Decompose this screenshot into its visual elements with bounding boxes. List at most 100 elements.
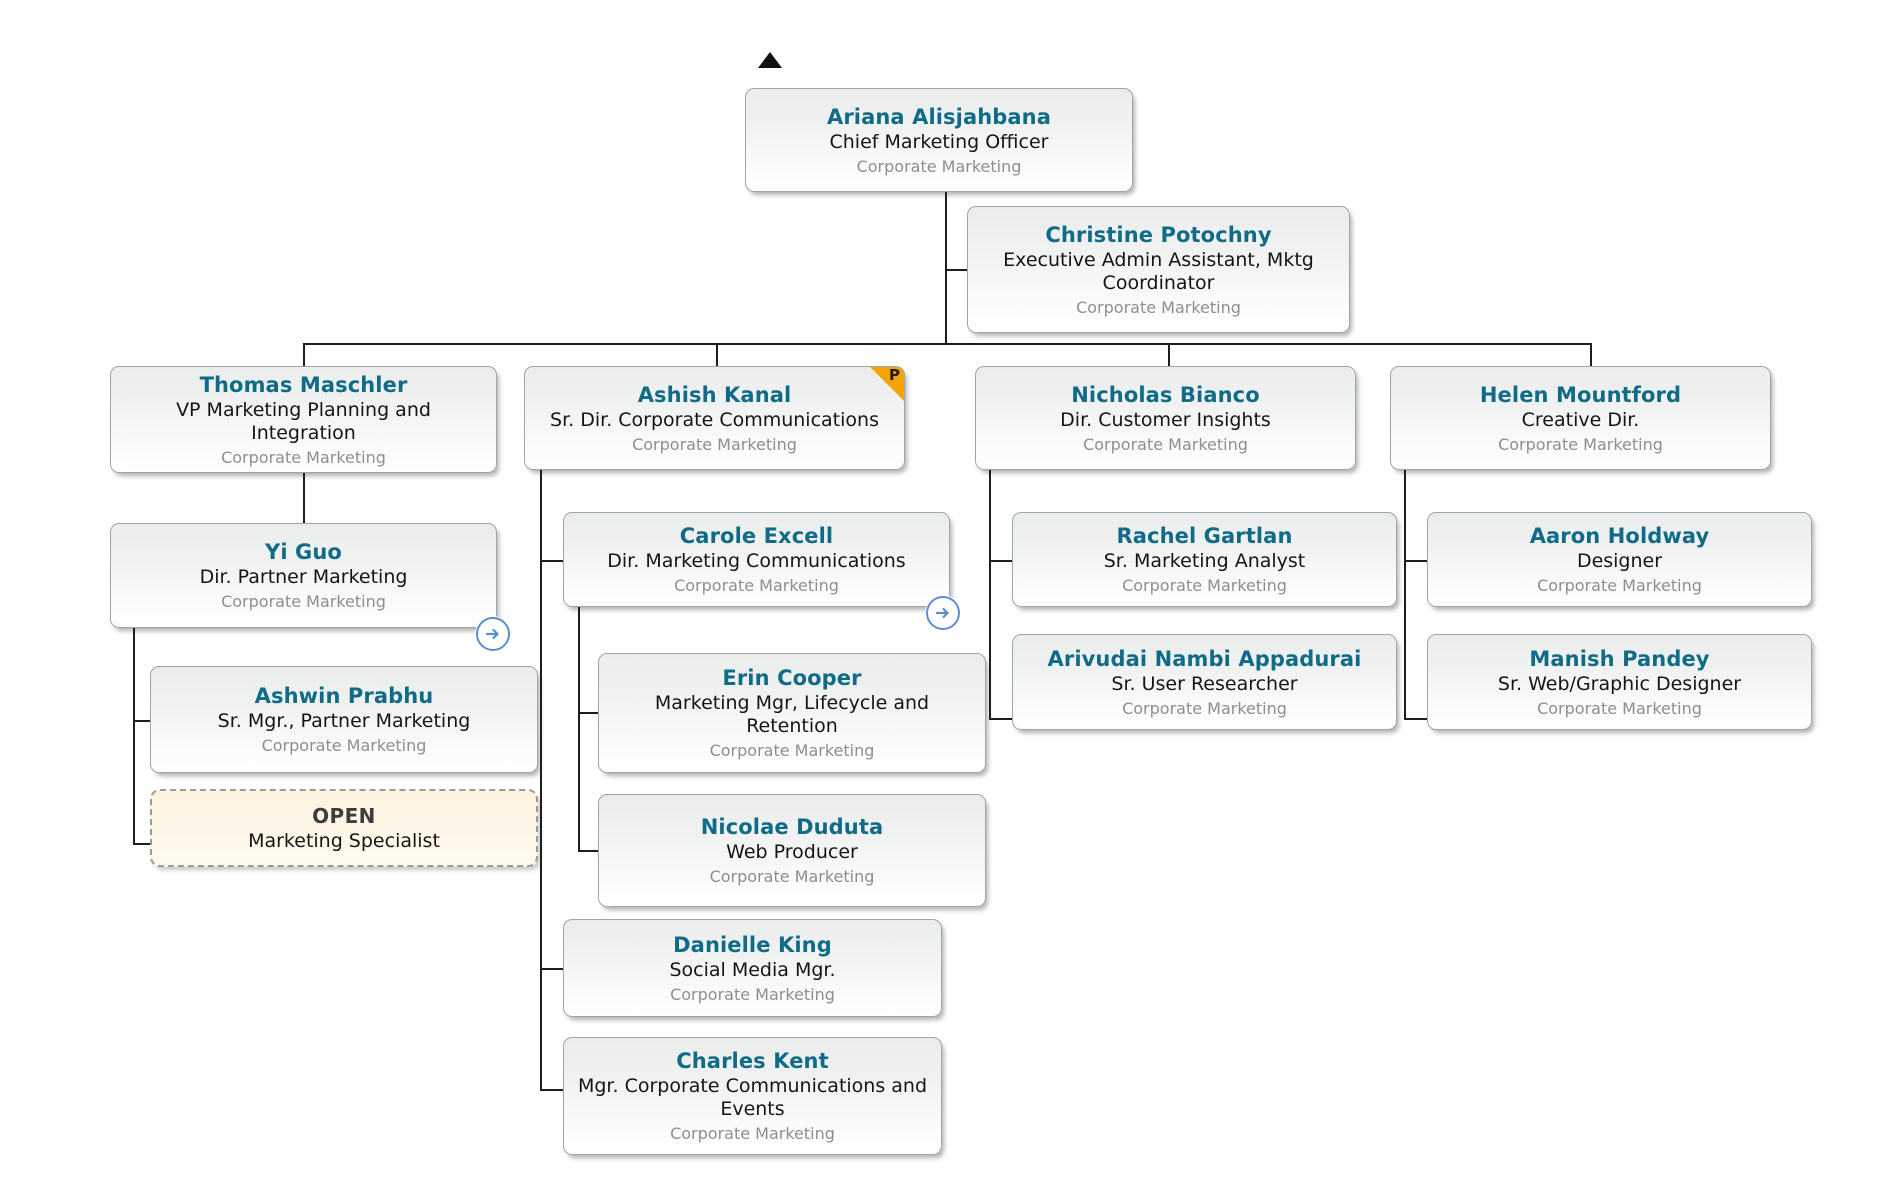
node-title: Social Media Mgr. bbox=[669, 958, 836, 981]
node-name: OPEN bbox=[312, 804, 376, 828]
node-department: Corporate Marketing bbox=[674, 576, 839, 595]
node-title: Executive Admin Assistant, Mktg Coordina… bbox=[1003, 248, 1314, 294]
connector-ashish-spine bbox=[540, 470, 542, 1091]
connector-drop-nicholas bbox=[1168, 343, 1170, 367]
node-title: Sr. Web/Graphic Designer bbox=[1497, 672, 1742, 695]
node-department: Corporate Marketing bbox=[1122, 576, 1287, 595]
node-title: Marketing Specialist bbox=[248, 830, 440, 852]
node-department: Corporate Marketing bbox=[1122, 698, 1287, 718]
connector-stub-arivudai bbox=[989, 718, 1014, 720]
node-thomas-maschler[interactable]: Thomas Maschler VP Marketing Planning an… bbox=[110, 366, 497, 473]
node-title: Dir. Partner Marketing bbox=[199, 566, 408, 588]
connector-stub-danielle bbox=[540, 968, 565, 970]
node-title: Dir. Marketing Communications bbox=[607, 550, 906, 572]
connector-thomas-to-yiguo bbox=[303, 473, 305, 523]
node-manish-pandey[interactable]: Manish Pandey Sr. Web/Graphic Designer C… bbox=[1427, 634, 1812, 730]
connector-stub-aaron bbox=[1404, 560, 1429, 562]
node-carole-excell[interactable]: Carole Excell Dir. Marketing Communicati… bbox=[563, 512, 950, 607]
connector-assistant-stub bbox=[945, 269, 968, 271]
node-title: Chief Marketing Officer bbox=[829, 130, 1049, 153]
node-title: Sr. Dir. Corporate Communications bbox=[550, 408, 879, 431]
node-aaron-holdway[interactable]: Aaron Holdway Designer Corporate Marketi… bbox=[1427, 512, 1812, 607]
node-department: Corporate Marketing bbox=[632, 434, 797, 454]
node-name: Helen Mountford bbox=[1479, 382, 1682, 407]
arrow-right-circle-icon-carole-excell[interactable] bbox=[926, 596, 960, 630]
node-name: Danielle King bbox=[673, 932, 832, 957]
node-department: Corporate Marketing bbox=[261, 736, 427, 755]
connector-drop-thomas bbox=[303, 343, 305, 367]
node-name: Yi Guo bbox=[265, 540, 342, 564]
node-title: Dir. Customer Insights bbox=[1060, 408, 1271, 431]
connector-stub-open bbox=[133, 843, 153, 845]
connector-stub-manish bbox=[1404, 718, 1429, 720]
node-name: Thomas Maschler bbox=[199, 372, 408, 397]
connector-stub-erin bbox=[578, 712, 600, 714]
node-title: Web Producer bbox=[726, 841, 858, 863]
node-erin-cooper[interactable]: Erin Cooper Marketing Mgr, Lifecycle and… bbox=[598, 653, 986, 773]
node-name: Christine Potochny bbox=[1045, 222, 1272, 247]
node-open-marketing-specialist[interactable]: OPEN Marketing Specialist bbox=[150, 789, 538, 867]
node-name: Ariana Alisjahbana bbox=[826, 104, 1051, 129]
flag-label: P bbox=[889, 367, 900, 384]
connector-level1-bus bbox=[303, 343, 1591, 345]
node-department: Corporate Marketing bbox=[709, 867, 875, 886]
node-ashish-kanal[interactable]: Ashish Kanal Sr. Dir. Corporate Communic… bbox=[524, 366, 905, 470]
node-danielle-king[interactable]: Danielle King Social Media Mgr. Corporat… bbox=[563, 919, 942, 1017]
arrow-right-circle-icon-yi-guo[interactable] bbox=[476, 617, 510, 651]
node-department: Corporate Marketing bbox=[221, 592, 386, 611]
node-name: Ashwin Prabhu bbox=[254, 684, 434, 708]
priority-flag-badge: P bbox=[870, 367, 904, 401]
connector-drop-ashish bbox=[716, 343, 718, 367]
node-christine-potochny[interactable]: Christine Potochny Executive Admin Assis… bbox=[967, 206, 1350, 333]
node-department: Corporate Marketing bbox=[670, 1124, 835, 1143]
node-ashwin-prabhu[interactable]: Ashwin Prabhu Sr. Mgr., Partner Marketin… bbox=[150, 666, 538, 773]
node-title: Designer bbox=[1576, 550, 1663, 572]
node-name: Manish Pandey bbox=[1529, 646, 1710, 671]
node-department: Corporate Marketing bbox=[1537, 576, 1702, 595]
connector-root-spine bbox=[945, 192, 947, 344]
connector-drop-helen bbox=[1590, 343, 1592, 367]
node-name: Nicholas Bianco bbox=[1071, 382, 1260, 407]
flag-triangle-icon bbox=[870, 367, 904, 401]
connector-stub-nicolae bbox=[578, 850, 600, 852]
connector-carole-spine bbox=[578, 607, 580, 852]
node-helen-mountford[interactable]: Helen Mountford Creative Dir. Corporate … bbox=[1390, 366, 1771, 470]
node-title: Mgr. Corporate Communications and Events bbox=[577, 1075, 928, 1120]
node-department: Corporate Marketing bbox=[221, 447, 386, 467]
connector-stub-rachel bbox=[989, 560, 1014, 562]
node-title: Marketing Mgr, Lifecycle and Retention bbox=[654, 692, 930, 737]
node-title: VP Marketing Planning and Integration bbox=[176, 398, 431, 444]
connector-yiguo-spine bbox=[133, 628, 135, 845]
node-name: Nicolae Duduta bbox=[700, 815, 884, 839]
node-name: Ashish Kanal bbox=[637, 382, 792, 407]
node-title: Sr. Mgr., Partner Marketing bbox=[217, 710, 471, 732]
node-rachel-gartlan[interactable]: Rachel Gartlan Sr. Marketing Analyst Cor… bbox=[1012, 512, 1397, 607]
node-name: Erin Cooper bbox=[722, 666, 862, 690]
connector-stub-charles bbox=[540, 1089, 565, 1091]
node-name: Charles Kent bbox=[676, 1049, 829, 1073]
node-department: Corporate Marketing bbox=[1083, 434, 1248, 454]
collapse-up-icon[interactable] bbox=[758, 52, 782, 68]
connector-nicholas-spine bbox=[989, 470, 991, 720]
node-nicholas-bianco[interactable]: Nicholas Bianco Dir. Customer Insights C… bbox=[975, 366, 1356, 470]
node-yi-guo[interactable]: Yi Guo Dir. Partner Marketing Corporate … bbox=[110, 523, 497, 628]
node-department: Corporate Marketing bbox=[1537, 698, 1702, 718]
node-name: Aaron Holdway bbox=[1529, 524, 1710, 548]
node-department: Corporate Marketing bbox=[709, 741, 875, 760]
node-department: Corporate Marketing bbox=[1076, 297, 1241, 317]
connector-stub-ashwin bbox=[133, 720, 153, 722]
node-title: Sr. Marketing Analyst bbox=[1103, 550, 1306, 572]
node-title: Sr. User Researcher bbox=[1111, 672, 1298, 695]
node-name: Carole Excell bbox=[679, 524, 834, 548]
connector-stub-carole bbox=[540, 560, 565, 562]
node-name: Rachel Gartlan bbox=[1116, 524, 1293, 548]
node-department: Corporate Marketing bbox=[856, 156, 1022, 176]
connector-helen-spine bbox=[1404, 470, 1406, 720]
node-arivudai-nambi-appadurai[interactable]: Arivudai Nambi Appadurai Sr. User Resear… bbox=[1012, 634, 1397, 730]
node-ariana-alisjahbana[interactable]: Ariana Alisjahbana Chief Marketing Offic… bbox=[745, 88, 1133, 192]
node-department: Corporate Marketing bbox=[670, 984, 835, 1004]
node-title: Creative Dir. bbox=[1521, 408, 1640, 431]
node-charles-kent[interactable]: Charles Kent Mgr. Corporate Communicatio… bbox=[563, 1037, 942, 1155]
node-nicolae-duduta[interactable]: Nicolae Duduta Web Producer Corporate Ma… bbox=[598, 794, 986, 907]
